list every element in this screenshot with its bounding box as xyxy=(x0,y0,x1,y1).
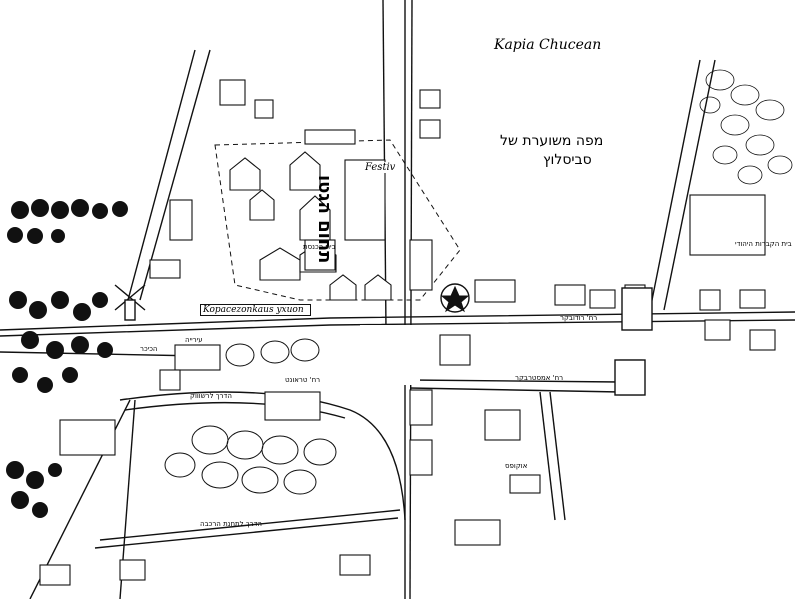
square-roundabout xyxy=(440,283,470,313)
street-label-road-rashvok: הדרך לרשוווק xyxy=(190,392,232,400)
place-label-jewish-cemetery: בית הקברות היהודי xyxy=(735,240,792,248)
place-label-square: הכיכר xyxy=(140,345,158,353)
forest-left xyxy=(6,199,128,518)
erased-patch xyxy=(360,325,420,385)
street-label-train-road: הדרך לתחנת הרכבה xyxy=(200,520,262,528)
street-label-traunt: רח' טראונט xyxy=(285,376,321,384)
forest-center xyxy=(164,338,337,495)
forest-right xyxy=(699,69,793,185)
festivals-handwritten-note: Festiv xyxy=(362,162,399,173)
top-right-handwritten-note: Kapia Chucean xyxy=(488,25,632,65)
place-label-city-hall: עירייה xyxy=(185,336,203,344)
place-label-okupas: אוקופס xyxy=(505,462,528,470)
map-title-line1: מפה משוערת של xyxy=(500,133,604,149)
buildings xyxy=(39,79,776,586)
place-label-synagogue: בית הכנסת xyxy=(303,243,336,251)
map-title-line2: סביסלוץ xyxy=(543,152,592,168)
windmill xyxy=(114,284,146,321)
street-label-rudovker: רח' רודובקר xyxy=(560,314,598,322)
gates xyxy=(614,287,653,396)
left-street-handwritten-note: Kopacezonkaus yxuon xyxy=(200,304,311,316)
ghetto-boundary xyxy=(214,139,461,301)
street-label-amsterbker: רח' אמסטרבקר xyxy=(515,374,564,382)
